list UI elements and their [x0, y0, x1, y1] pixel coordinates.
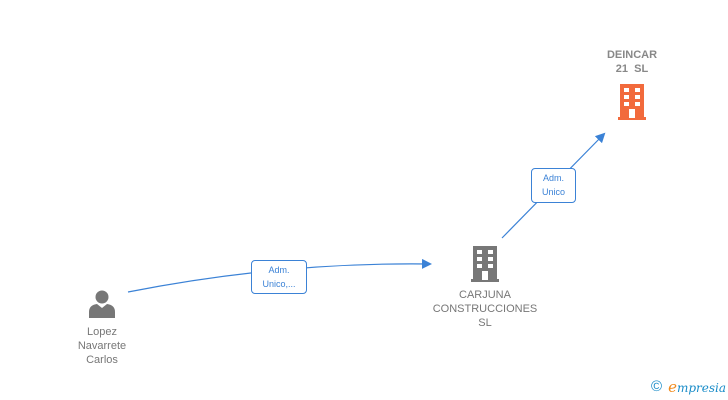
edge-label-line: Unico	[541, 187, 565, 197]
label-line: Navarrete	[77, 340, 127, 352]
building-icon	[618, 84, 646, 120]
node-person[interactable]: Lopez Navarrete Carlos	[60, 288, 144, 372]
label-line: SL	[478, 317, 492, 329]
label-line: DEINCAR	[606, 49, 658, 61]
node-label: DEINCAR 21 SL	[590, 48, 674, 76]
building-icon	[471, 246, 499, 282]
brand-logo: empresia	[668, 378, 726, 396]
label-line: CARJUNA	[459, 289, 511, 301]
label-line: CONSTRUCCIONES	[432, 303, 538, 315]
node-carjuna[interactable]: CARJUNA CONSTRUCCIONES SL	[420, 246, 550, 336]
edge-label-person-carjuna[interactable]: Adm. Unico,...	[251, 260, 307, 294]
node-deincar[interactable]: DEINCAR 21 SL	[590, 48, 674, 123]
person-icon	[89, 290, 115, 318]
edge-label-line: Adm.	[542, 173, 564, 183]
node-label: CARJUNA CONSTRUCCIONES SL	[420, 288, 550, 330]
label-line: 21 SL	[615, 63, 649, 75]
footer-brand: © empresia	[651, 378, 726, 396]
brand-name: mpresia	[676, 381, 727, 395]
edge-label-line: Adm.	[268, 265, 290, 275]
brand-initial: e	[668, 378, 677, 396]
copyright-icon: ©	[651, 378, 663, 395]
node-label: Lopez Navarrete Carlos	[60, 325, 144, 367]
edge-label-carjuna-deincar[interactable]: Adm. Unico	[531, 168, 576, 203]
label-line: Lopez	[87, 326, 117, 338]
edge-label-line: Unico,...	[262, 279, 296, 289]
label-line: Carlos	[86, 354, 118, 366]
